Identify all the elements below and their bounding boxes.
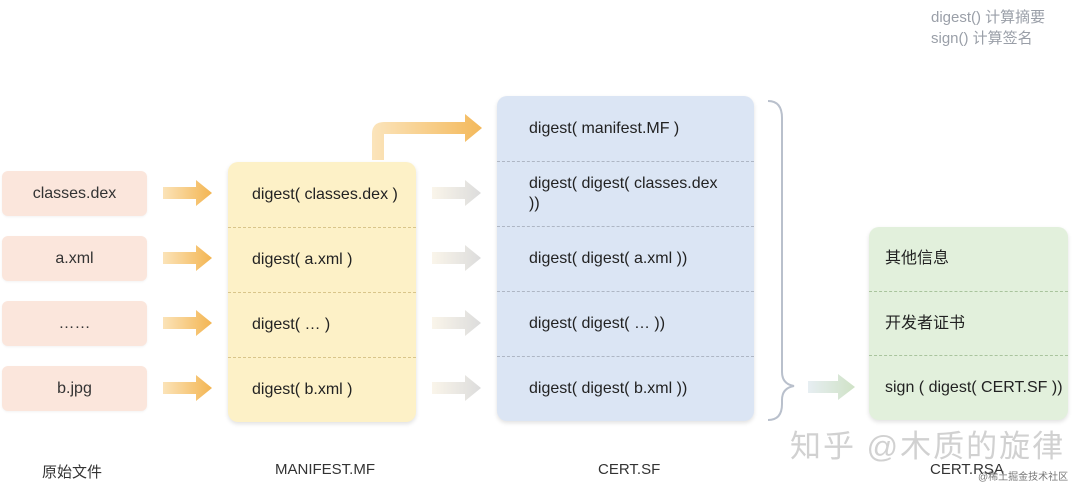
cert-rsa-row-text: 其他信息 [885, 250, 950, 267]
file-label: a.xml [55, 249, 94, 267]
manifest-row: digest( b.xml ) [228, 357, 416, 422]
file-label: b.jpg [57, 379, 92, 397]
file-box-classes-dex: classes.dex [2, 171, 147, 216]
file-box-ellipsis: …… [2, 301, 147, 346]
label-manifest: MANIFEST.MF [275, 461, 375, 478]
cert-sf-panel: digest( manifest.MF ) digest( digest( cl… [497, 96, 754, 421]
manifest-row: digest( a.xml ) [228, 227, 416, 292]
file-label: …… [58, 314, 91, 332]
manifest-row-text: digest( … ) [252, 316, 331, 333]
label-cert-sf: CERT.SF [598, 461, 661, 478]
watermark-sub: @稀土掘金技术社区 [978, 472, 1069, 483]
legend-sign: sign() 计算签名 [931, 30, 1033, 47]
cert-sf-row-text: digest( digest( classes.dex )) [529, 175, 718, 212]
cert-sf-row: digest( manifest.MF ) [497, 96, 754, 161]
cert-rsa-row: sign ( digest( CERT.SF )) [869, 355, 1068, 420]
cert-rsa-row: 开发者证书 [869, 291, 1068, 355]
cert-sf-row: digest( digest( … )) [497, 291, 754, 356]
manifest-row-text: digest( a.xml ) [252, 251, 353, 268]
legend-digest: digest() 计算摘要 [931, 9, 1046, 26]
cert-rsa-panel: 其他信息 开发者证书 sign ( digest( CERT.SF )) [869, 227, 1068, 420]
manifest-row-text: digest( b.xml ) [252, 381, 353, 398]
label-files: 原始文件 [42, 464, 103, 481]
arrow-manifest-cert-1 [432, 180, 481, 206]
arrow-manifest-cert-4 [432, 375, 481, 401]
arrow-file-manifest-2 [163, 245, 212, 271]
cert-sf-row-text: digest( digest( a.xml )) [529, 250, 688, 267]
file-box-b-jpg: b.jpg [2, 366, 147, 411]
brace [767, 100, 795, 421]
cert-sf-row: digest( digest( classes.dex )) [497, 161, 754, 226]
arrow-manifest-cert-3 [432, 310, 481, 336]
manifest-row: digest( classes.dex ) [228, 162, 416, 227]
cert-sf-row-text: digest( manifest.MF ) [529, 119, 680, 137]
legend: digest() 计算摘要 sign() 计算签名 [931, 7, 1045, 49]
manifest-row-text: digest( classes.dex ) [252, 185, 398, 203]
file-box-a-xml: a.xml [2, 236, 147, 281]
cert-rsa-row-text: 开发者证书 [885, 314, 966, 332]
arrow-file-manifest-1 [163, 180, 212, 206]
arrow-file-manifest-3 [163, 310, 212, 336]
cert-rsa-row: 其他信息 [869, 227, 1068, 291]
manifest-row: digest( … ) [228, 292, 416, 357]
arrow-file-manifest-4 [163, 375, 212, 401]
file-label: classes.dex [32, 184, 117, 202]
cert-sf-row-text: digest( digest( … )) [529, 315, 666, 332]
arrow-manifest-cert-bent [372, 114, 482, 160]
cert-sf-row: digest( digest( b.xml )) [497, 356, 754, 421]
cert-sf-row-text: digest( digest( b.xml )) [529, 380, 688, 397]
label-cert-rsa: CERT.RSA [930, 461, 1004, 478]
arrow-manifest-cert-2 [432, 245, 481, 271]
manifest-panel: digest( classes.dex ) digest( a.xml ) di… [228, 162, 416, 422]
watermark: 知乎 @木质的旋律 [790, 429, 1066, 464]
cert-rsa-row-text: sign ( digest( CERT.SF )) [885, 379, 1063, 396]
cert-sf-row: digest( digest( a.xml )) [497, 226, 754, 291]
arrow-cert-rsa [808, 374, 855, 400]
